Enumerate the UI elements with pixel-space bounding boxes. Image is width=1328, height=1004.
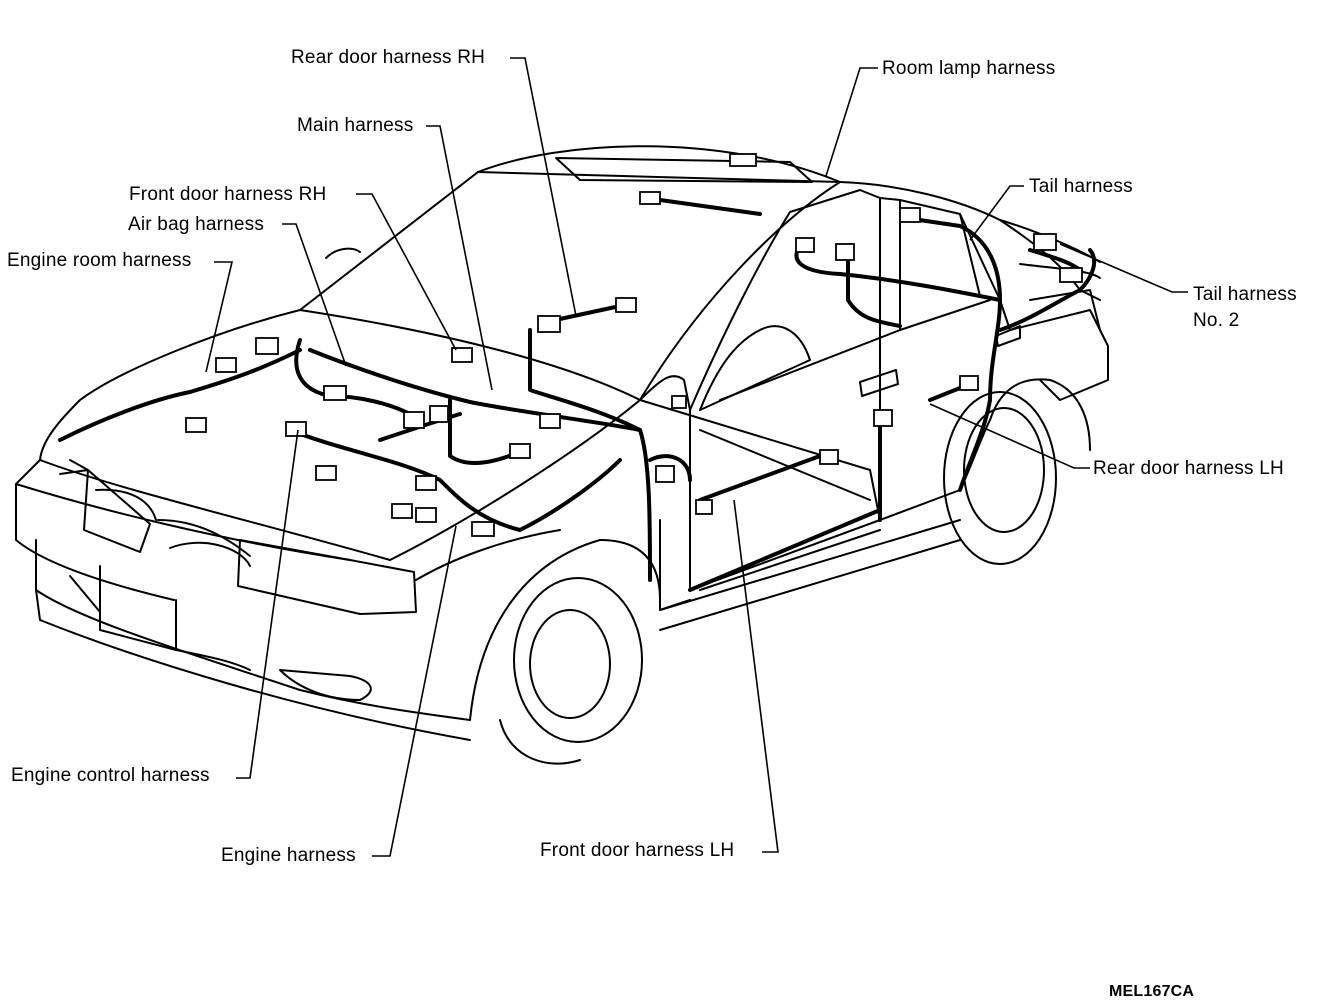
label-rear-door-harness-lh: Rear door harness LH [1093,458,1284,479]
label-front-door-harness-rh: Front door harness RH [129,184,327,205]
label-front-door-harness-lh: Front door harness LH [540,840,735,861]
leader-lines [205,57,1188,857]
figure-code: MEL167CA [1109,983,1195,1000]
label-engine-room-harness: Engine room harness [7,250,192,271]
label-rear-door-harness-rh: Rear door harness RH [291,47,486,68]
label-engine-harness: Engine harness [221,845,356,866]
label-tail-harness-no2-line2: No. 2 [1193,310,1240,331]
label-engine-control-harness: Engine control harness [11,765,210,786]
label-tail-harness: Tail harness [1029,176,1133,197]
label-main-harness: Main harness [297,115,414,136]
label-air-bag-harness: Air bag harness [128,214,265,235]
connectors [185,153,1083,537]
harness-wires [58,198,1097,592]
label-room-lamp-harness: Room lamp harness [882,58,1056,79]
car-body-outline [15,145,1109,765]
label-tail-harness-no2-line1: Tail harness [1193,284,1297,305]
